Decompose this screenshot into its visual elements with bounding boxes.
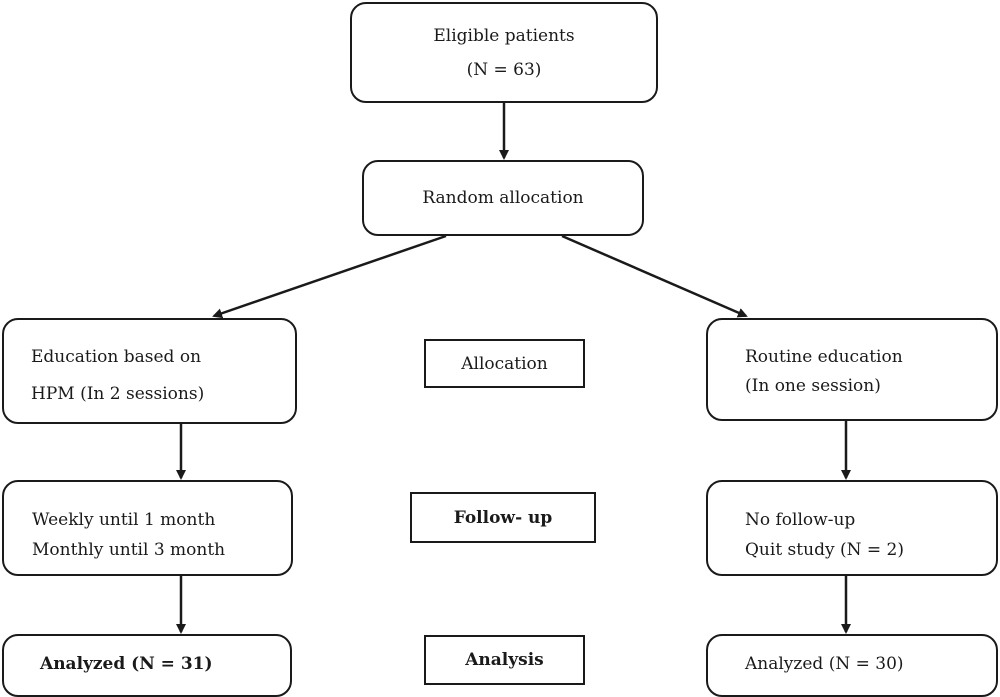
right-analysis-box: Analyzed (N = 30) [706,634,998,697]
right-allocation-line1: Routine education [745,347,903,367]
stage-analysis-label: Analysis [465,650,544,670]
left-followup-line2: Monthly until 3 month [32,540,226,560]
right-followup-box: No follow-up Quit study (N = 2) [706,480,998,576]
arrow-random-to-right [561,234,748,318]
random-allocation-label: Random allocation [422,188,584,208]
arrow-random-to-left [212,234,447,319]
eligible-patients-box: Eligible patients (N = 63) [350,2,658,103]
eligible-patients-count: (N = 63) [466,59,542,80]
stage-allocation-label: Allocation [461,353,548,374]
right-followup-line1: No follow-up [745,510,856,530]
right-analysis-label: Analyzed (N = 30) [745,654,904,674]
eligible-patients-label: Eligible patients [433,25,575,46]
stage-followup-label: Follow- up [453,507,553,528]
left-analysis-label: Analyzed (N = 31) [40,654,213,674]
right-allocation-box: Routine education (In one session) [706,318,998,421]
right-allocation-line2: (In one session) [745,376,881,396]
left-allocation-line1: Education based on [31,347,202,367]
right-followup-line2: Quit study (N = 2) [745,540,904,560]
left-followup-line1: Weekly until 1 month [32,510,216,530]
stage-followup-box: Follow- up [410,492,596,543]
left-allocation-line2: HPM (In 2 sessions) [31,384,205,404]
left-followup-box: Weekly until 1 month Monthly until 3 mon… [2,480,293,576]
stage-analysis-box: Analysis [424,635,585,685]
stage-allocation-box: Allocation [424,339,585,388]
random-allocation-box: Random allocation [362,160,644,236]
left-allocation-box: Education based on HPM (In 2 sessions) [2,318,297,424]
left-analysis-box: Analyzed (N = 31) [2,634,292,697]
